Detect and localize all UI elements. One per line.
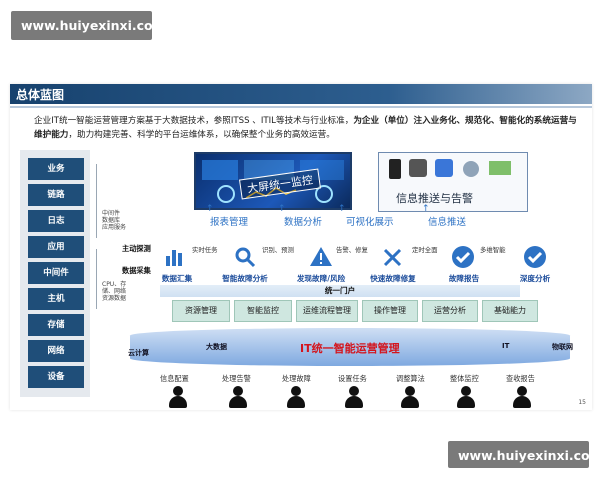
task-algorithm: 调整算法 — [396, 374, 425, 383]
platform-title: IT统一智能运营管理 — [300, 342, 400, 355]
note-upper-line: 中间件 — [102, 210, 121, 217]
left-item-host: 主机 — [28, 288, 84, 310]
step-label-deep: 深度分析 — [519, 274, 551, 283]
bracket-lower — [96, 249, 97, 309]
step-label-report: 故障报告 — [448, 274, 480, 283]
step-small-3: 告警、修复 — [336, 246, 368, 254]
note-lower-line: 资源数据 — [102, 295, 127, 302]
intro-text: 企业IT统一智能运营管理方案基于大数据技术，参照ITSS 、ITIL等技术与行业… — [34, 114, 584, 142]
check-circle-icon — [524, 246, 546, 268]
portal-monitor: 智能监控 — [234, 300, 292, 322]
step-small-2: 识别、预测 — [262, 246, 294, 254]
slide: 总体蓝图 企业IT统一智能运营管理方案基于大数据技术，参照ITSS 、ITIL等… — [10, 84, 592, 410]
left-item-app: 应用 — [28, 236, 84, 258]
slide-title-bar: 总体蓝图 — [10, 84, 592, 104]
note-lower-line: 储、网络 — [102, 288, 127, 295]
user-icon — [512, 386, 532, 408]
note-lower: CPU、存 储、网络 资源数据 — [102, 281, 126, 302]
left-column: 业务 链路 日志 应用 中间件 主机 存储 网络 设备 — [20, 150, 90, 397]
user-icon — [344, 386, 364, 408]
check-circle-icon — [452, 246, 474, 268]
left-item-storage: 存储 — [28, 314, 84, 336]
portal-process: 运维流程管理 — [296, 300, 358, 322]
watermark-top: www.huiyexinxi.com — [11, 11, 166, 40]
arrow-up-icon: ↑ — [422, 204, 430, 214]
portal-resource: 资源管理 — [172, 300, 230, 322]
task-alert: 处理告警 — [222, 374, 251, 383]
intro-part-c: ，助力构建完善、科学的平台运维体系，以确保整个业务的高效运营。 — [68, 130, 335, 140]
watermark-bottom: www.huiyexinxi.com — [448, 441, 600, 468]
unified-portal: 统一门户 — [160, 285, 520, 297]
alert-box — [378, 152, 528, 212]
user-icon — [228, 386, 248, 408]
intro-part-b: 为企业（单位）注入业务化、规范化、智能化的系统运营与维护能力 — [34, 116, 577, 140]
data-collect-label: 数据采集 — [122, 266, 151, 275]
link-push: 信息推送 — [428, 217, 467, 228]
arrow-up-icon: ↑ — [278, 204, 286, 214]
note-upper: 中间件 数据库 应用服务 — [102, 210, 126, 231]
portal-basic: 基础能力 — [482, 300, 538, 322]
left-item-device: 设备 — [28, 366, 84, 388]
step-label-risk: 发现故障/风险 — [296, 274, 346, 283]
link-visual: 可视化展示 — [346, 217, 394, 228]
arrow-up-icon: ↑ — [206, 204, 214, 214]
page-number: 15 — [578, 399, 586, 406]
portal-operation: 操作管理 — [362, 300, 418, 322]
step-label-analysis: 智能故障分析 — [222, 274, 268, 283]
left-item-business: 业务 — [28, 158, 84, 180]
task-schedule: 设置任务 — [338, 374, 367, 383]
bar-chart-icon — [166, 250, 182, 266]
arrow-up-icon: ↑ — [338, 204, 346, 214]
screen-dashboard-graphic — [202, 160, 344, 203]
link-report: 报表管理 — [210, 217, 249, 228]
search-icon — [235, 247, 256, 268]
user-icon — [168, 386, 188, 408]
device-icons — [389, 159, 511, 179]
left-item-link: 链路 — [28, 184, 84, 206]
slide-title: 总体蓝图 — [16, 88, 65, 102]
step-label-repair: 快速故障修复 — [370, 274, 416, 283]
note-upper-line: 应用服务 — [102, 224, 127, 231]
intro-part-a: 企业IT统一智能运营管理方案基于大数据技术，参照ITSS 、ITIL等技术与行业… — [34, 116, 354, 126]
task-fault: 处理故障 — [282, 374, 311, 383]
step-small-1: 实时任务 — [192, 246, 218, 254]
step-small-4: 定时全面 — [412, 246, 438, 254]
title-underline — [10, 106, 592, 108]
left-item-middleware: 中间件 — [28, 262, 84, 284]
platform-base — [130, 328, 570, 366]
step-small-5: 多维智能 — [480, 246, 506, 254]
note-upper-line: 数据库 — [102, 217, 121, 224]
portal-analysis: 运营分析 — [422, 300, 478, 322]
user-icon — [400, 386, 420, 408]
platform-bigdata: 大数据 — [206, 343, 227, 351]
task-report: 查收报告 — [506, 374, 535, 383]
monitor-screen — [194, 152, 352, 210]
note-lower-line: CPU、存 — [102, 281, 127, 288]
bracket-upper — [96, 164, 97, 238]
wrench-icon — [383, 248, 402, 267]
platform-iot: 物联网 — [552, 343, 573, 351]
task-config: 信息配置 — [160, 374, 189, 383]
active-probe-label: 主动探测 — [122, 244, 151, 253]
task-monitor: 整体监控 — [450, 374, 479, 383]
alert-title: 信息推送与告警 — [396, 192, 473, 205]
left-item-network: 网络 — [28, 340, 84, 362]
user-icon — [286, 386, 306, 408]
link-analysis: 数据分析 — [284, 217, 323, 228]
user-icon — [456, 386, 476, 408]
warning-icon — [310, 247, 332, 266]
platform-it: IT — [502, 342, 510, 350]
platform-cloud: 云计算 — [128, 349, 149, 357]
step-label-collect: 数据汇集 — [161, 274, 193, 283]
left-item-log: 日志 — [28, 210, 84, 232]
